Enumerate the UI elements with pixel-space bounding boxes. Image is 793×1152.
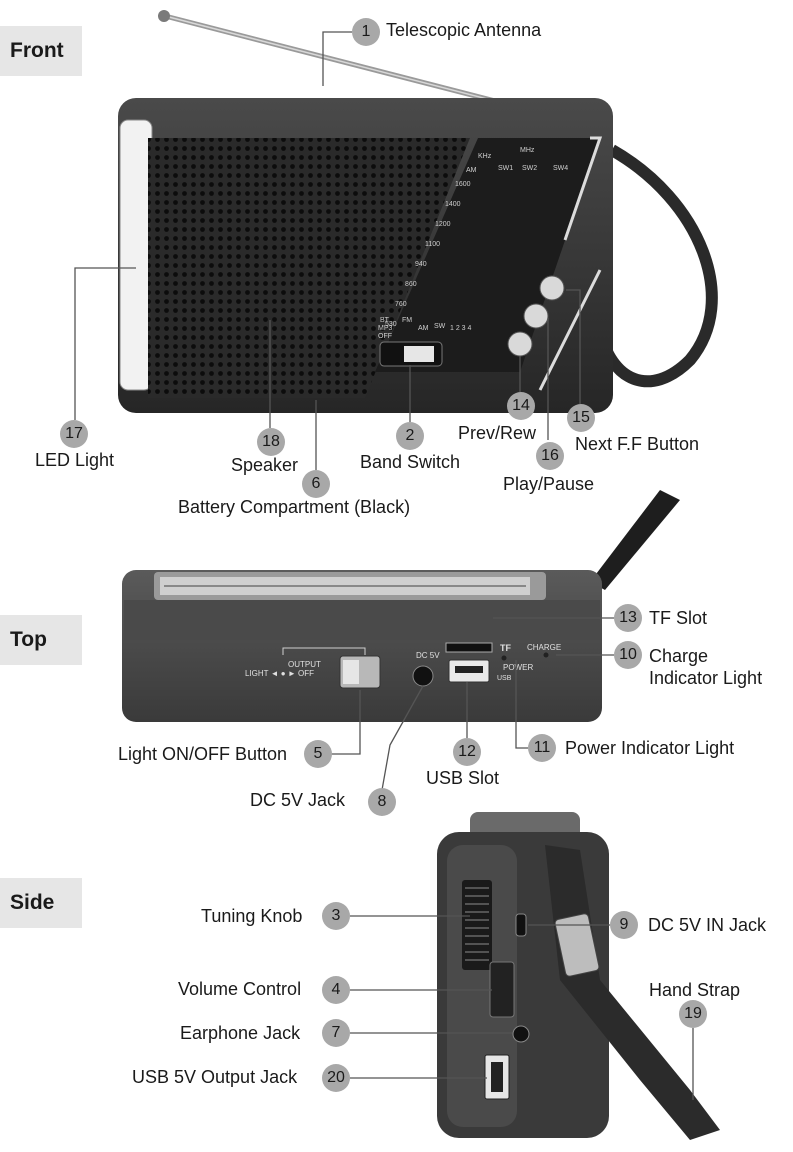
callout-earphone-jack: Earphone Jack [180,1023,301,1043]
callout-usb-slot: USB Slot [426,768,500,788]
callout-9-badge: 9 [610,911,638,939]
callout-next-ff: Next F.F Button [575,434,700,454]
top-power-text: POWER [503,663,533,672]
callout-volume-control: Volume Control [178,979,302,999]
tuning-knob [462,880,492,970]
callout-13-badge: 13 [614,604,642,632]
strap-buckle [554,913,600,977]
prev-button [507,331,533,357]
callout-10-badge: 10 [614,641,642,669]
callout-11-badge: 11 [528,734,556,762]
callout-dc-jack: DC 5V Jack [250,790,346,810]
side-radio [350,812,720,1140]
hand-strap-front [594,144,718,388]
callout-prev-rew: Prev/Rew [458,423,537,443]
top-usb-text: USB [497,675,512,682]
callout-hand-strap: Hand Strap [649,980,741,1000]
callout-17-badge: 17 [60,420,88,448]
dial-am-tick: 1200 [435,221,451,228]
tf-slot [445,642,493,653]
dial-am-tick: 760 [395,301,407,308]
dial-mode-off: OFF [378,333,392,340]
tuning-dial [375,138,600,372]
callout-18-badge: 18 [257,428,285,456]
callout-14-badge: 14 [507,392,535,420]
dial-mode-sw-bands: 1 2 3 4 [450,325,472,332]
callout-charge-indicator: Indicator Light [649,668,763,688]
callout-dc-in-jack: DC 5V IN Jack [648,915,767,935]
callout-12-badge: 12 [453,738,481,766]
callout-telescopic-antenna: Telescopic Antenna [386,20,542,40]
callout-15-badge: 15 [567,404,595,432]
dial-unit-mhz: MHz [520,147,535,154]
callout-20-badge: 20 [322,1064,350,1092]
callout-19-badge: 19 [679,1000,707,1028]
dial-am-tick: 940 [415,261,427,268]
dial-am-tick: 860 [405,281,417,288]
dial-mode-fm: FM [402,317,412,324]
charge-led [543,652,549,658]
callout-charge: Charge [649,646,709,666]
callout-3-badge: 3 [322,902,350,930]
earphone-jack [512,1025,530,1043]
callout-7-badge: 7 [322,1019,350,1047]
dial-mode-bt: BT [380,317,390,324]
callout-usb-output: USB 5V Output Jack [132,1067,298,1087]
dc-5v-jack [412,665,434,687]
dial-band-sw2: SW2 [522,165,537,172]
power-led [501,655,507,661]
callout-play-pause: Play/Pause [503,474,595,494]
callout-2-badge: 2 [396,422,424,450]
top-dc5v-text: DC 5V [416,651,440,660]
dial-am-tick: 1100 [425,241,440,248]
top-light-off-text: LIGHT ◄ ● ► OFF [245,669,314,678]
dc-in-jack [515,913,527,937]
callout-band-switch: Band Switch [360,452,461,472]
dial-mode-sw: SW [434,323,446,330]
callout-6-badge: 6 [302,470,330,498]
dial-unit-khz: KHz [478,153,492,160]
callout-16-badge: 16 [536,442,564,470]
dial-mode-mp3: MP3 [378,325,393,332]
dial-am-tick: 1600 [455,181,471,188]
callout-battery-compartment: Battery Compartment (Black) [178,497,411,517]
callout-led-light: LED Light [35,450,115,470]
section-tab-side: Side [0,878,82,928]
top-tf-text: TF [500,643,511,653]
callout-4-badge: 4 [322,976,350,1004]
dial-band-sw4: SW4 [553,165,568,172]
callout-8-badge: 8 [368,788,396,816]
dial-am-tick: 530 [385,321,397,328]
section-tab-front: Front [0,26,82,76]
dial-am-tick: 1400 [445,201,461,208]
callout-5-badge: 5 [304,740,332,768]
callout-light-button: Light ON/OFF Button [118,744,288,764]
led-light [119,119,153,391]
top-charge-text: CHARGE [527,643,561,652]
callout-tf-slot: TF Slot [649,608,708,628]
callout-1-badge: 1 [352,18,380,46]
volume-control [489,961,515,1018]
dial-band-sw1: SW1 [498,165,513,172]
section-tab-top: Top [0,615,82,665]
speaker-grille [148,138,470,398]
top-radio: LIGHT ◄ ● ► OFF OUTPUT DC 5V TF CHARGE P… [122,490,680,791]
callout-tuning-knob: Tuning Knob [201,906,303,926]
dial-band-am: AM [466,167,477,174]
front-radio: KHz MHz AM SW1 SW2 SW4 16001400120011009… [74,10,718,470]
next-button [539,275,565,301]
play-pause-button [523,303,549,329]
callout-power-indicator: Power Indicator Light [565,738,735,758]
dial-mode-am: AM [418,325,429,332]
top-output-text: OUTPUT [288,660,321,669]
callout-speaker: Speaker [231,455,299,475]
antenna-tip [158,10,170,22]
hand-strap-top [590,490,680,590]
